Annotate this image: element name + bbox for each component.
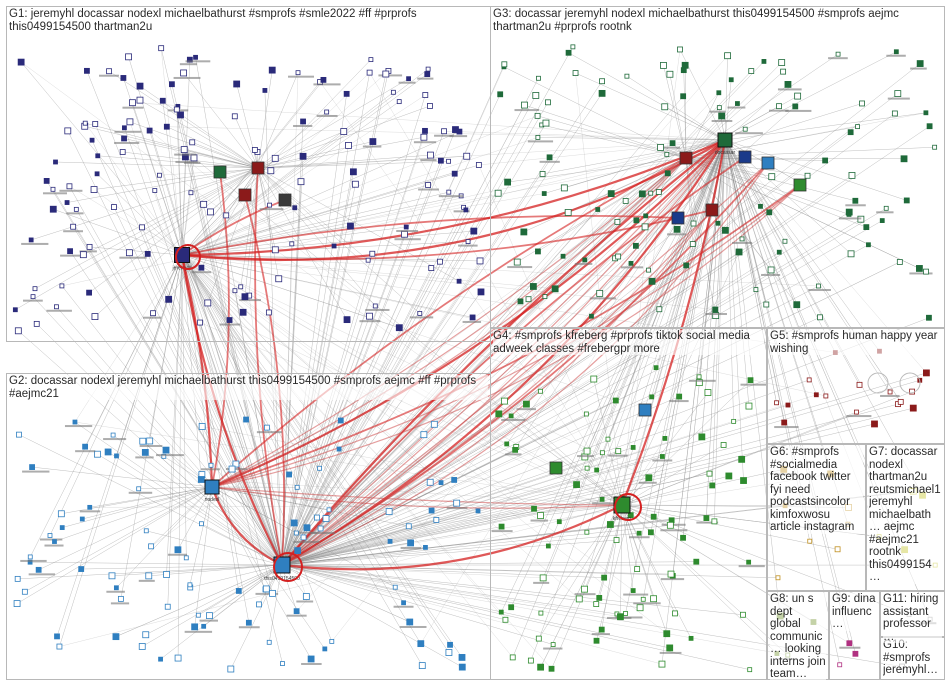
group-label-g6: G6: #smprofs #socialmedia facebook twitt… [770,446,863,534]
group-panel-g1: G1: jeremyhl docassar nodexl michaelbath… [6,6,491,342]
group-panel-g11: G11: hiring assistant professor… [880,591,945,637]
group-panel-g3: G3: docassar jeremyhl nodexl michaelbath… [490,6,945,328]
group-label-g3: G3: docassar jeremyhl nodexl michaelbath… [493,8,942,33]
group-label-g5: G5: #smprofs human happy year wishing [770,330,942,355]
group-label-g11: G11: hiring assistant professor… [883,593,942,643]
group-label-g2: G2: docassar nodexl jeremyhl michaelbath… [9,375,488,400]
group-panel-g6: G6: #smprofs #socialmedia facebook twitt… [767,444,866,591]
group-panel-g10: G10: #smprofs jeremyhl… [880,637,945,680]
group-panel-g4: G4: #smprofs kfreberg #prprofs tiktok so… [490,328,767,680]
group-panel-g5: G5: #smprofs human happy year wishing [767,328,945,444]
group-label-g7: G7: docassar nodexl thartman2u reutsmich… [869,446,942,584]
group-label-g10: G10: #smprofs jeremyhl… [883,639,942,677]
group-label-g8: G8: un s dept global communic… looking i… [770,593,826,681]
group-label-g9: G9: dina influenc… [832,593,877,631]
group-panel-g8: G8: un s dept global communic… looking i… [767,591,829,680]
group-label-g1: G1: jeremyhl docassar nodexl michaelbath… [9,8,488,33]
group-panel-g9: G9: dina influenc… [829,591,880,680]
group-panel-g7: G7: docassar nodexl thartman2u reutsmich… [866,444,945,591]
group-label-g4: G4: #smprofs kfreberg #prprofs tiktok so… [493,330,764,355]
group-panel-g2: G2: docassar nodexl jeremyhl michaelbath… [6,373,491,680]
